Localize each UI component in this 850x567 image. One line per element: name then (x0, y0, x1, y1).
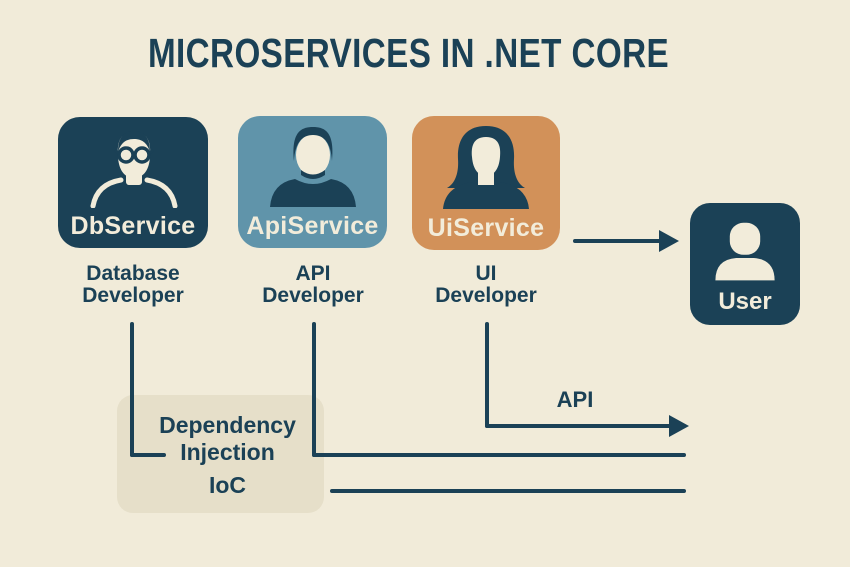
di-line: Injection (180, 439, 275, 465)
role-label-api-developer: API Developer (233, 263, 393, 307)
user-box-label: User (718, 288, 772, 315)
role-line: API (295, 262, 331, 285)
service-box-apiservice: ApiService (238, 116, 387, 248)
connector-database-developer-down (130, 322, 134, 457)
role-line: Database (86, 262, 180, 285)
male-developer-icon (269, 127, 356, 207)
service-box-label: UiService (427, 214, 545, 242)
service-box-label: ApiService (246, 212, 379, 240)
user-icon (715, 222, 775, 281)
arrow-head-icon (669, 415, 689, 437)
connector-ui-developer-down (485, 322, 489, 428)
developer-with-glasses-icon (90, 131, 178, 208)
di-line: Dependency (159, 412, 296, 438)
connector-api-developer-down (312, 322, 316, 457)
arrow-head-icon (659, 230, 679, 252)
connector-database-developer-foot (130, 453, 166, 457)
ioc-label: IoC (208, 472, 247, 498)
role-label-database-developer: Database Developer (53, 263, 213, 307)
connector-uiservice-to-user (573, 239, 661, 243)
diagram-title: MICROSERVICES IN .NET CORE (147, 30, 670, 76)
connector-api-developer-across (312, 453, 686, 457)
service-box-dbservice: DbService (58, 117, 208, 248)
role-line: Developer (82, 284, 184, 307)
api-arrow-label: API (556, 387, 594, 412)
connector-ioc-across (330, 489, 686, 493)
role-line: Developer (262, 284, 364, 307)
female-developer-icon (443, 126, 529, 209)
role-line: UI (475, 262, 497, 285)
role-line: Developer (435, 284, 537, 307)
role-label-ui-developer: UI Developer (406, 263, 566, 307)
service-box-label: DbService (70, 212, 196, 240)
service-box-uiservice: UiService (412, 116, 560, 250)
dependency-injection-label: Dependency Injection (117, 412, 324, 466)
connector-ui-developer-api-arrow (485, 424, 671, 428)
user-box: User (690, 203, 800, 325)
